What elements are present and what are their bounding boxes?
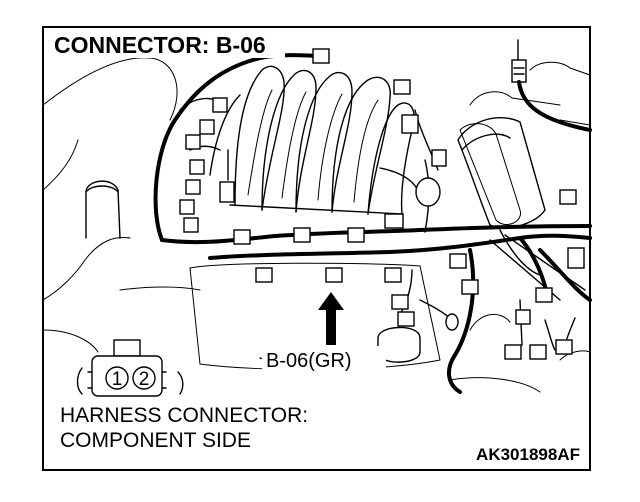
connector-plugs: [179, 48, 585, 360]
engine-bay-outline: [42, 41, 591, 393]
diagram-title: CONNECTOR: B-06: [54, 32, 266, 58]
intake-manifold: [209, 65, 421, 215]
title-backdrop: [50, 30, 285, 58]
connector-callout-label: B-06(GR): [266, 350, 352, 372]
figure-code: AK301898AF: [476, 445, 580, 464]
caption-line-1: HARNESS CONNECTOR:: [60, 404, 308, 427]
pin-1-label: 1: [112, 369, 123, 390]
pointer-arrow: [318, 292, 344, 345]
connector-face-icon: 1 2: [76, 339, 184, 397]
callout-backdrop: [262, 346, 386, 372]
pin-1-socket: [105, 366, 129, 390]
pin-2-socket: [132, 366, 156, 390]
caption-line-2: COMPONENT SIDE: [60, 429, 251, 452]
pin-2-label: 2: [139, 369, 150, 390]
sensor-top-right: [511, 39, 592, 132]
